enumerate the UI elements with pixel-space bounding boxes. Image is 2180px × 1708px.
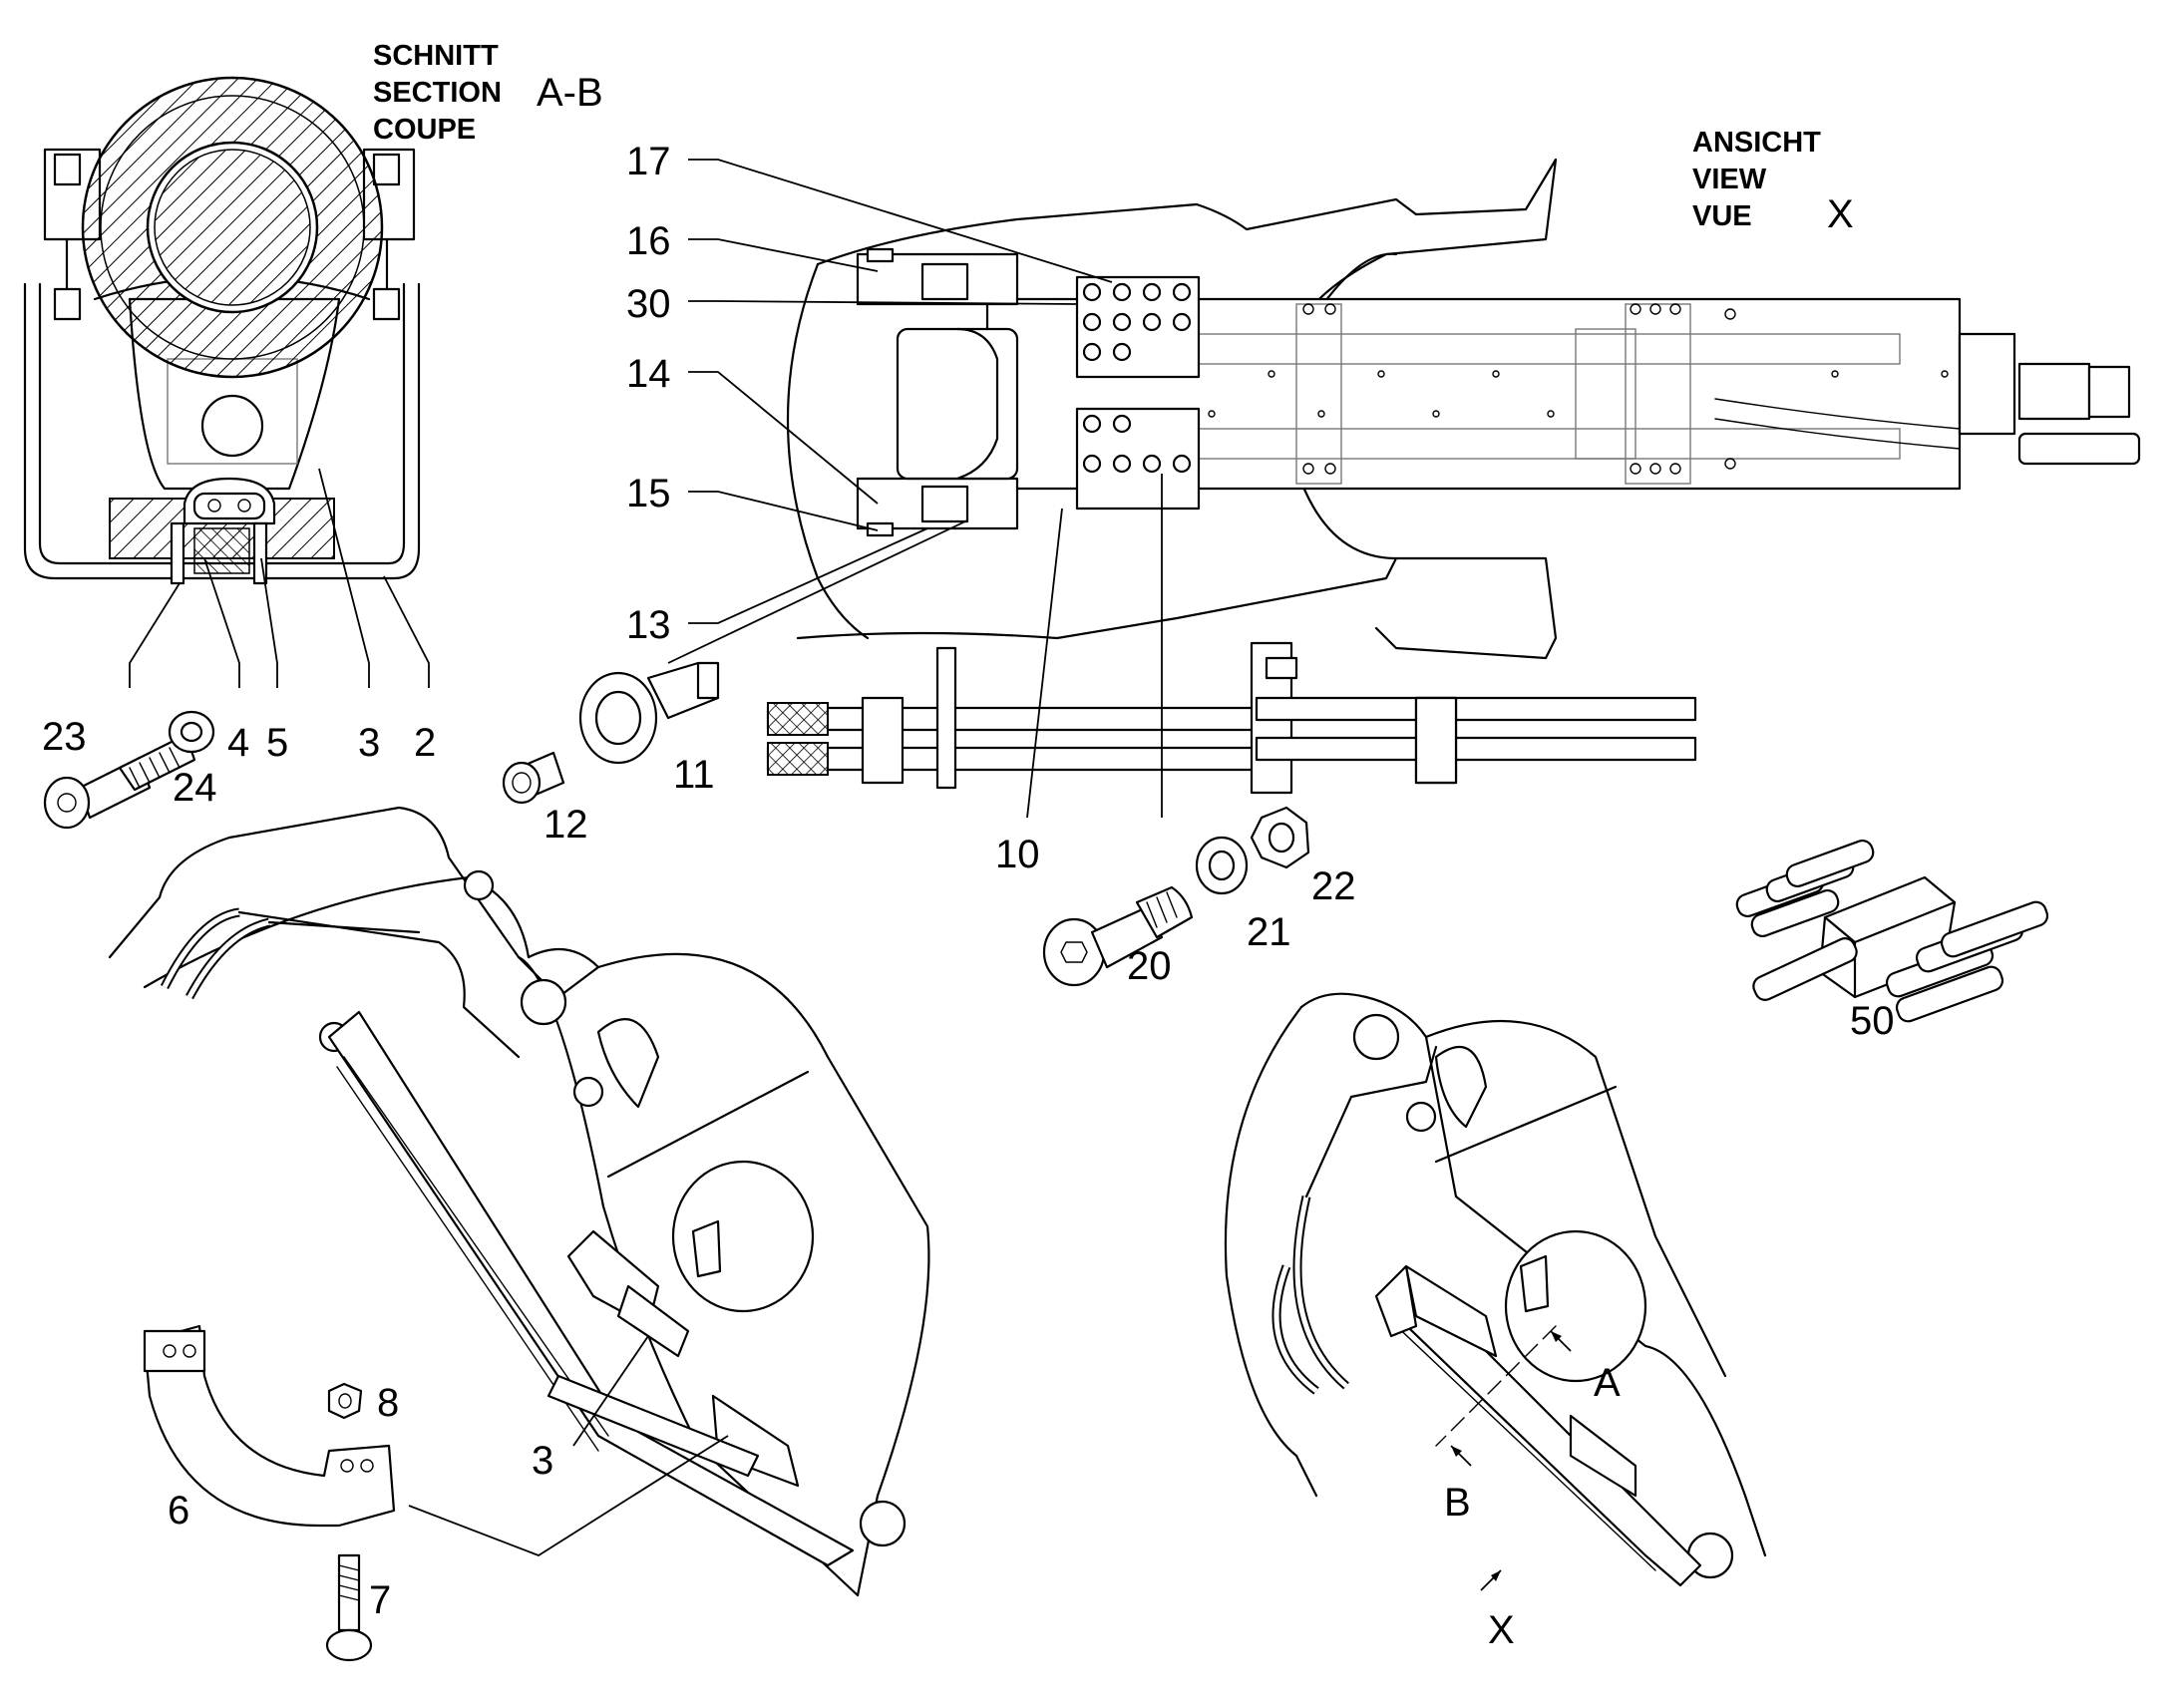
callout-15: 15	[626, 472, 671, 515]
callout-30: 30	[626, 282, 671, 326]
section-title-line-1: SCHNITT	[373, 40, 499, 72]
plug-part-12	[502, 751, 565, 805]
section-designation: A-B	[537, 71, 603, 115]
view-title-line-1: ANSICHT	[1692, 127, 1821, 159]
view-marker-x: X	[1488, 1608, 1515, 1652]
callout-14: 14	[626, 352, 671, 396]
washer-part-21	[1195, 836, 1249, 895]
callout-13: 13	[626, 603, 671, 647]
bolt-part-7	[325, 1553, 373, 1662]
callout-2: 2	[414, 721, 436, 765]
nut-part-22	[1250, 806, 1310, 869]
nut-part-8	[327, 1382, 363, 1420]
callout-23: 23	[42, 715, 87, 759]
boom-assembly-left	[108, 806, 930, 1597]
section-a-b-title: SCHNITT SECTION COUPE A-B	[373, 40, 603, 146]
manifold-part-50	[1735, 839, 2049, 1023]
callout-20: 20	[1127, 944, 1172, 988]
part-callouts: 2 3 3 4 5 6 7 8 10 11 12 13 14 15 16 17 …	[42, 140, 1895, 1622]
section-leaders	[129, 468, 430, 688]
callout-21: 21	[1247, 910, 1291, 954]
hose-assembly	[766, 641, 1697, 795]
view-x-drawing	[766, 158, 2141, 795]
cylinder-leader	[572, 1335, 649, 1447]
screw-part-23	[43, 736, 196, 830]
section-title-line-3: COUPE	[373, 114, 476, 146]
callout-22: 22	[1311, 864, 1356, 908]
clamp-leader	[408, 1435, 729, 1557]
callout-7: 7	[369, 1578, 391, 1622]
callout-16: 16	[626, 219, 671, 263]
callout-5: 5	[266, 721, 288, 765]
callout-12: 12	[544, 803, 588, 847]
callout-24: 24	[173, 766, 217, 810]
callout-3-section: 3	[358, 721, 380, 765]
section-marker-a: A	[1594, 1361, 1621, 1405]
view-title-line-2: VIEW	[1692, 164, 1767, 195]
callout-8: 8	[377, 1381, 399, 1425]
view-title-line-3: VUE	[1692, 200, 1752, 232]
section-a-b-view	[23, 76, 421, 585]
view-x-title: ANSICHT VIEW VUE X	[1692, 127, 1854, 236]
callout-6: 6	[168, 1489, 189, 1533]
washer-part-24	[168, 710, 215, 754]
callout-11: 11	[673, 753, 715, 797]
pin-part-11	[578, 661, 720, 765]
section-title-line-2: SECTION	[373, 77, 502, 109]
view-designation: X	[1827, 192, 1854, 236]
section-markers: A B X	[1444, 1361, 1621, 1652]
bolt-part-20	[1042, 885, 1194, 987]
callout-50: 50	[1850, 999, 1895, 1043]
callout-4: 4	[227, 721, 249, 765]
section-marker-b: B	[1444, 1481, 1471, 1525]
callout-17: 17	[626, 140, 671, 183]
callout-3-boom: 3	[532, 1439, 553, 1483]
boom-assembly-right	[1224, 992, 1767, 1591]
clamp-part-6	[143, 1324, 396, 1528]
view-x-leaders	[667, 159, 1163, 819]
callout-10: 10	[995, 833, 1040, 876]
